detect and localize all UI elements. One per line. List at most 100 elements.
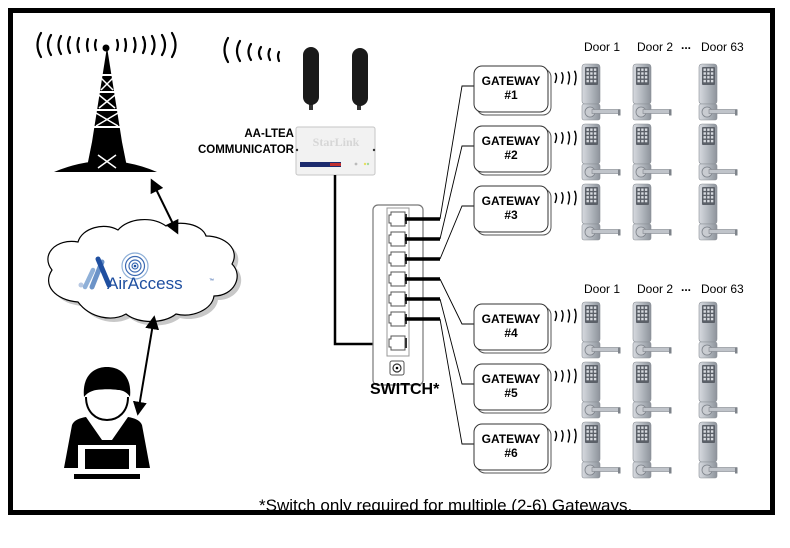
keypad-lock-icon <box>698 63 738 121</box>
gateway-leader-line <box>439 278 474 325</box>
gateway-number: #1 <box>504 88 518 102</box>
door-header-63: Door 63 <box>701 40 744 54</box>
radio-waves-icon <box>554 430 558 442</box>
gateway-box <box>473 125 549 173</box>
radio-waves-icon <box>560 429 564 443</box>
radio-waves-icon <box>573 130 577 146</box>
radio-waves-icon <box>554 310 558 322</box>
gateway-box <box>473 65 549 113</box>
gateway-label-title: GATEWAY <box>481 74 541 88</box>
keypad-lock-icon <box>581 301 621 359</box>
communicator-label-line2: COMMUNICATOR <box>197 144 294 156</box>
antenna-icon <box>352 48 368 106</box>
gateway-box <box>473 363 549 411</box>
door-header-1: Door 1 <box>584 282 621 296</box>
gateway-label-title: GATEWAY <box>481 372 541 386</box>
gateway-label: GATEWAY#5 <box>472 372 550 400</box>
gateway-label: GATEWAY#3 <box>472 194 550 222</box>
keypad-lock-icon <box>581 421 621 479</box>
gateway-label: GATEWAY#6 <box>472 432 550 460</box>
radio-waves-icon <box>560 369 564 383</box>
keypad-lock-icon <box>632 183 672 241</box>
keypad-lock-icon <box>632 123 672 181</box>
keypad-lock-icon <box>632 301 672 359</box>
radio-waves-icon <box>560 309 564 323</box>
gateway-label-title: GATEWAY <box>481 194 541 208</box>
switch-port <box>388 231 406 247</box>
gateway-box <box>473 185 549 233</box>
user-laptop-icon <box>64 367 150 479</box>
gateway-number: #6 <box>504 446 518 460</box>
door-header-2: Door 2 <box>637 282 674 296</box>
footnote: *Switch only required for multiple (2-6)… <box>259 496 633 515</box>
gateway-label: GATEWAY#4 <box>472 312 550 340</box>
network-switch-icon <box>372 204 424 386</box>
door-ellipsis: ... <box>681 280 692 294</box>
door-ellipsis: ... <box>681 38 692 52</box>
airaccess-logo: AirAccess ™ <box>78 252 214 293</box>
gateway-label: GATEWAY#2 <box>472 134 550 162</box>
radio-waves-icon <box>567 429 571 443</box>
radio-waves-icon <box>567 369 571 383</box>
radio-waves-icon <box>567 309 571 323</box>
radio-waves-icon <box>573 308 577 324</box>
keypad-lock-icon <box>632 361 672 419</box>
antenna-icon <box>303 47 319 105</box>
gateway-label-title: GATEWAY <box>481 134 541 148</box>
radio-waves-icon <box>560 71 564 85</box>
svg-text:™: ™ <box>209 278 214 284</box>
radio-waves-icon <box>567 191 571 205</box>
switch-label: SWITCH* <box>370 381 440 398</box>
switch-port <box>388 211 406 227</box>
communicator-label: AA-LTEA COMMUNICATOR <box>188 126 294 158</box>
radio-waves-icon <box>554 370 558 382</box>
port-led <box>405 338 407 348</box>
gateway-number: #2 <box>504 148 518 162</box>
radio-waves-icon <box>560 131 564 145</box>
gateway-links <box>405 85 474 445</box>
radio-waves-icon <box>567 131 571 145</box>
gateway-label-title: GATEWAY <box>481 432 541 446</box>
gateway-leader-line <box>439 85 474 220</box>
switch-port <box>388 271 406 287</box>
cloud-user-arrow <box>132 315 160 416</box>
radio-waves-icon <box>36 31 177 59</box>
communicator-device: StarLink <box>295 47 376 176</box>
gateway-label: GATEWAY#1 <box>472 74 550 102</box>
gateway-number: #4 <box>504 326 518 340</box>
door-header-1: Door 1 <box>584 40 621 54</box>
keypad-lock-icon <box>632 63 672 121</box>
gateway-leader-line <box>439 298 474 385</box>
radio-waves-icon <box>223 36 281 64</box>
switch-port <box>388 251 406 267</box>
radio-waves-icon <box>573 428 577 444</box>
radio-waves-icon <box>560 191 564 205</box>
door-header-63: Door 63 <box>701 282 744 296</box>
cell-tower-icon <box>54 44 157 172</box>
tower-cloud-arrow <box>150 178 179 235</box>
keypad-lock-icon <box>698 123 738 181</box>
keypad-lock-icon <box>581 183 621 241</box>
gateway-box <box>473 423 549 471</box>
switch-port <box>388 311 406 327</box>
gateway-number: #5 <box>504 386 518 400</box>
svg-text:AirAccess: AirAccess <box>107 274 183 293</box>
radio-waves-icon <box>573 70 577 86</box>
radio-waves-icon <box>567 71 571 85</box>
radio-waves-icon <box>554 192 558 204</box>
switch-port <box>388 291 406 307</box>
radio-waves-icon <box>573 368 577 384</box>
keypad-lock-icon <box>581 123 621 181</box>
radio-waves-icon <box>554 72 558 84</box>
communicator-label-line1: AA-LTEA <box>244 128 294 140</box>
radio-waves-icon <box>554 132 558 144</box>
gateway-box <box>473 303 549 351</box>
keypad-lock-icon <box>698 421 738 479</box>
radio-waves-icon <box>573 190 577 206</box>
keypad-lock-icon <box>581 63 621 121</box>
keypad-lock-icon <box>698 183 738 241</box>
cloud-icon <box>47 219 242 326</box>
keypad-lock-icon <box>698 361 738 419</box>
keypad-lock-icon <box>632 421 672 479</box>
